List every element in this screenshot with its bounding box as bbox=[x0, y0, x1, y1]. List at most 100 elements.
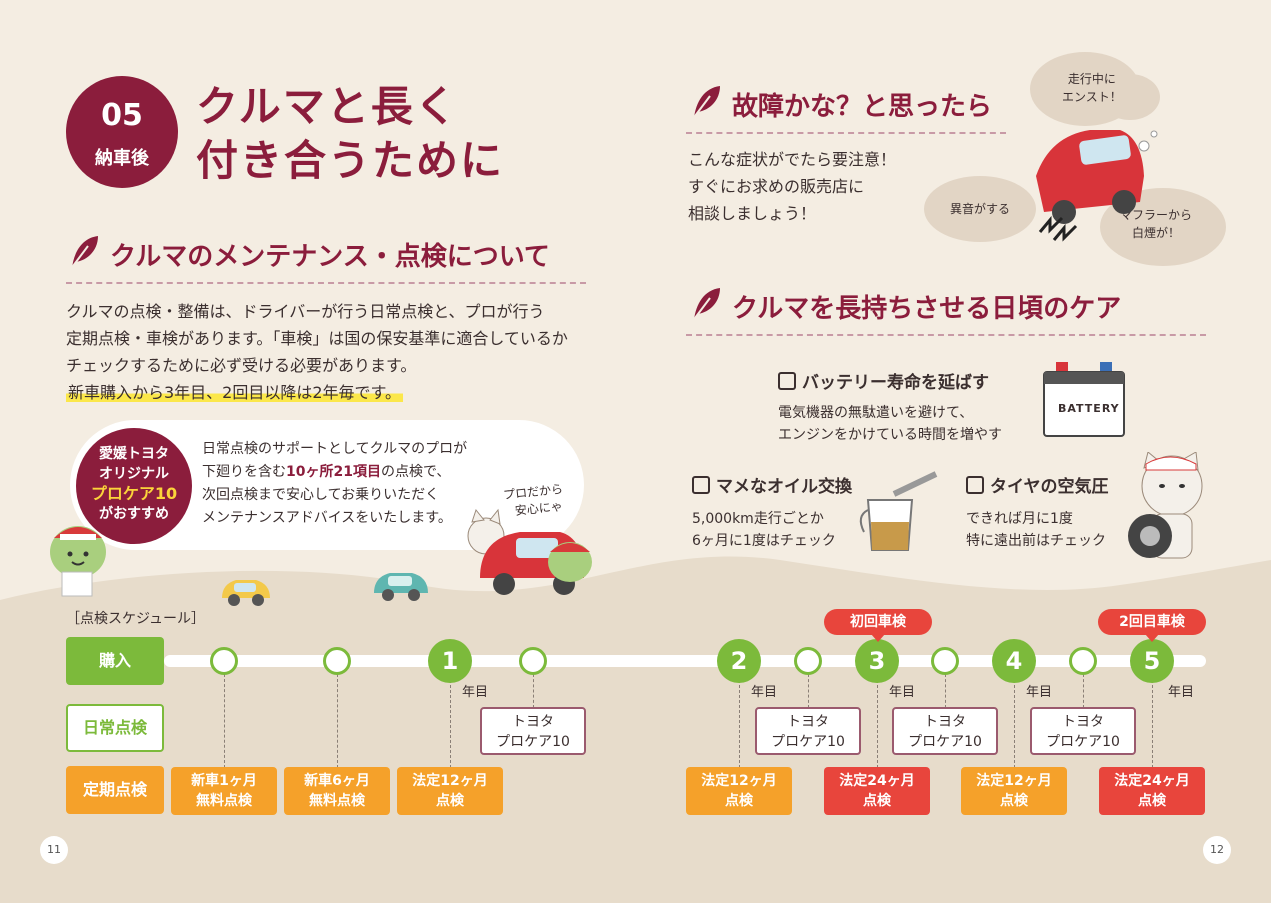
legal-24month-check: 法定24ヶ月 点検 bbox=[824, 767, 930, 815]
chapter-title: クルマと長く 付き合うために bbox=[196, 80, 504, 188]
trouble-title: 故障かな？と思ったら bbox=[691, 86, 993, 123]
procare-line: メンテナンスアドバイスをいたします。 bbox=[202, 510, 452, 526]
legal-12month-check: 法定12ヶ月 点検 bbox=[961, 767, 1067, 815]
procare-highlight: 10ヶ所21項目 bbox=[286, 464, 381, 480]
oil-title-text: マメなオイル交換 bbox=[716, 477, 852, 497]
check-line: 法定24ヶ月 bbox=[839, 773, 915, 789]
trouble-title-text: 故障かな？と思ったら bbox=[732, 92, 993, 122]
timeline-dot bbox=[931, 647, 959, 675]
timeline-connector bbox=[1083, 674, 1084, 708]
procare-badge-name: プロケア10 bbox=[90, 484, 178, 503]
timeline-line bbox=[164, 655, 1206, 667]
procare-check-line: プロケア10 bbox=[908, 734, 982, 750]
procare-check-line: トヨタ bbox=[512, 714, 554, 730]
maintenance-highlight: 新車購入から3年目、2回目以降は2年毎です。 bbox=[66, 383, 403, 402]
timeline-connector bbox=[337, 674, 338, 768]
battery-label: BATTERY bbox=[1058, 402, 1120, 415]
timeline-connector bbox=[1014, 680, 1015, 768]
procare-check-box: トヨタ プロケア10 bbox=[1030, 707, 1136, 755]
leaf-icon bbox=[69, 236, 98, 271]
check-line: 新車6ヶ月 bbox=[304, 773, 370, 789]
battery-line: 電気機器の無駄遣いを避けて、 bbox=[778, 405, 974, 421]
check-line: 無料点検 bbox=[309, 793, 365, 809]
mascot-character-icon bbox=[50, 526, 106, 597]
care-title-text: クルマを長持ちさせる日頃のケア bbox=[732, 294, 1122, 324]
chapter-title-line1: クルマと長く bbox=[196, 82, 459, 131]
year-suffix: 年目 bbox=[889, 685, 916, 700]
procare-check-box: トヨタ プロケア10 bbox=[892, 707, 998, 755]
procare-check-box: トヨタ プロケア10 bbox=[755, 707, 861, 755]
check-line: 点検 bbox=[725, 793, 753, 809]
procare-check-line: プロケア10 bbox=[771, 734, 845, 750]
checkbox-icon bbox=[966, 476, 984, 494]
cloud-bubble bbox=[924, 176, 1036, 242]
cloud-bubble bbox=[1100, 74, 1160, 120]
oil-text: 5,000km走行ごとか 6ヶ月に1度はチェック bbox=[692, 508, 836, 552]
trouble-line: こんな症状がでたら要注意！ bbox=[688, 150, 897, 169]
check-line: 法定12ヶ月 bbox=[701, 773, 777, 789]
maintenance-line: チェックするために必ず受ける必要があります。 bbox=[66, 356, 417, 375]
timeline-connector bbox=[533, 674, 534, 708]
cloud-text-line: 走行中に bbox=[1067, 72, 1116, 86]
divider bbox=[686, 132, 1006, 134]
timeline-dot bbox=[1069, 647, 1097, 675]
battery-text: 電気機器の無駄遣いを避けて、 エンジンをかけている時間を増やす bbox=[778, 402, 1002, 446]
care-title: クルマを長持ちさせる日頃のケア bbox=[691, 288, 1122, 325]
year-suffix: 年目 bbox=[1026, 685, 1053, 700]
check-line: 法定12ヶ月 bbox=[412, 773, 488, 789]
check-line: 点検 bbox=[436, 793, 464, 809]
check-line: 点検 bbox=[863, 793, 891, 809]
trouble-text: こんな症状がでたら要注意！ すぐにお求めの販売店に 相談しましょう！ bbox=[688, 146, 896, 227]
procare-line: の点検で、 bbox=[380, 464, 451, 480]
checkbox-icon bbox=[778, 372, 796, 390]
red-car-with-cat-icon bbox=[467, 508, 592, 595]
oil-line: 5,000km走行ごとか bbox=[692, 511, 824, 527]
year-marker: 2 bbox=[717, 639, 761, 683]
teal-car-icon bbox=[374, 573, 428, 601]
maintenance-title: クルマのメンテナンス・点検について bbox=[69, 236, 550, 273]
second-shaken-tag: 2回目車検 bbox=[1098, 609, 1206, 642]
timeline-connector bbox=[224, 674, 225, 768]
chapter-label: 納車後 bbox=[95, 148, 149, 169]
cloud-text: 走行中に エンスト！ bbox=[1062, 70, 1122, 106]
schedule-label: ［点検スケジュール］ bbox=[66, 611, 206, 627]
cloud-text: 異音がする bbox=[950, 202, 1011, 216]
timeline-dot bbox=[210, 647, 238, 675]
tire-line: 特に遠出前はチェック bbox=[966, 533, 1106, 549]
cloud-text: マフラーから 白煙が！ bbox=[1120, 206, 1192, 242]
timeline-connector bbox=[945, 674, 946, 708]
timeline-dot bbox=[519, 647, 547, 675]
oil-title: マメなオイル交換 bbox=[692, 472, 852, 497]
chapter-badge: 05 納車後 bbox=[66, 76, 178, 188]
oil-line: 6ヶ月に1度はチェック bbox=[692, 533, 836, 549]
tire-text: できれば月に1度 特に遠出前はチェック bbox=[966, 508, 1106, 552]
battery-icon bbox=[1043, 362, 1125, 437]
procare-check-line: プロケア10 bbox=[1046, 734, 1120, 750]
procare-badge: 愛媛トヨタ オリジナル プロケア10 がおすすめ bbox=[76, 428, 192, 544]
procare-badge-line: オリジナル bbox=[99, 466, 169, 482]
trouble-line: 相談しましょう！ bbox=[688, 204, 817, 223]
row-daily-label: 日常点検 bbox=[66, 704, 164, 752]
procare-text: 日常点検のサポートとしてクルマのプロが 下廻りを含む10ヶ所21項目の点検で、 … bbox=[202, 438, 467, 530]
year-marker: 4 bbox=[992, 639, 1036, 683]
procare-badge-line: 愛媛トヨタ bbox=[99, 446, 169, 462]
check-line: 法定12ヶ月 bbox=[976, 773, 1052, 789]
timeline-connector bbox=[450, 680, 451, 768]
trouble-line: すぐにお求めの販売店に bbox=[688, 177, 865, 196]
battery-title-text: バッテリー寿命を延ばす bbox=[802, 373, 989, 393]
procare-check-box: トヨタ プロケア10 bbox=[480, 707, 586, 755]
procare-check-line: トヨタ bbox=[787, 714, 829, 730]
timeline-connector bbox=[808, 674, 809, 708]
new-1month-check: 新車1ヶ月 無料点検 bbox=[171, 767, 277, 815]
tire-title: タイヤの空気圧 bbox=[966, 472, 1109, 497]
check-line: 点検 bbox=[1138, 793, 1166, 809]
timeline-connector bbox=[877, 680, 878, 768]
tire-line: できれば月に1度 bbox=[966, 511, 1073, 527]
divider bbox=[66, 282, 586, 284]
year-suffix: 年目 bbox=[751, 685, 778, 700]
page-number-left: 11 bbox=[40, 836, 68, 864]
procare-badge-line: がおすすめ bbox=[99, 506, 169, 522]
procare-check-line: トヨタ bbox=[1062, 714, 1104, 730]
cat-with-tire-icon bbox=[1128, 452, 1203, 559]
year-marker: 1 bbox=[428, 639, 472, 683]
